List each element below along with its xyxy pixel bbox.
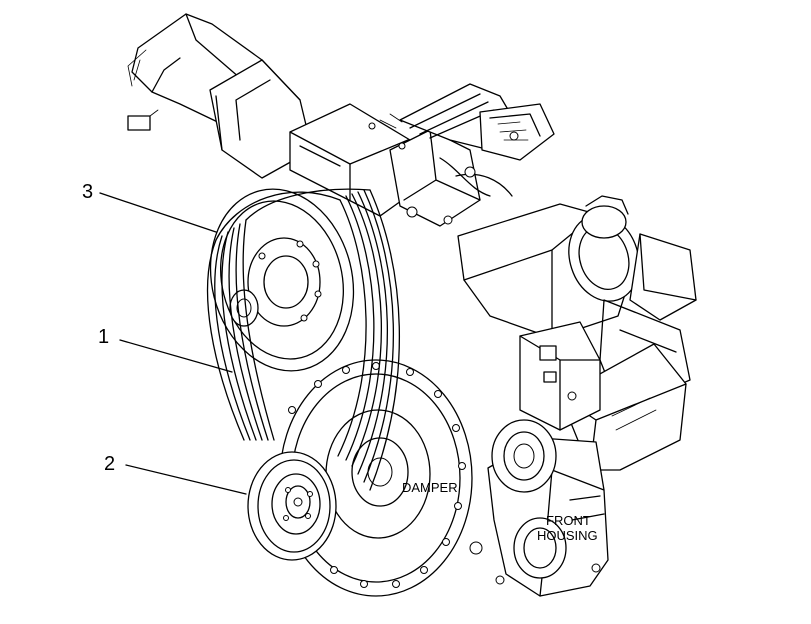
generator-housing bbox=[127, 13, 313, 179]
v-belt-set bbox=[206, 188, 400, 491]
callout-number-3: 3 bbox=[82, 181, 93, 203]
turbo-and-wiring bbox=[399, 83, 555, 197]
damper-label: DAMPER bbox=[402, 480, 458, 495]
engine-block-upper bbox=[289, 103, 481, 227]
lower-case bbox=[519, 321, 687, 471]
damper-bolt-ring bbox=[288, 362, 466, 588]
lower-pulley bbox=[247, 451, 337, 561]
leader-line-1 bbox=[119, 339, 233, 373]
accessory-drum bbox=[457, 195, 697, 411]
callout-leaders bbox=[99, 192, 247, 495]
leader-line-3 bbox=[99, 192, 217, 233]
callout-number-1: 1 bbox=[98, 326, 109, 348]
front-housing-label-line1: FRONT bbox=[546, 513, 591, 528]
front-housing-label-line2: HOUSING bbox=[537, 528, 598, 543]
front-housing bbox=[469, 419, 609, 597]
upper-pulley bbox=[209, 188, 355, 372]
leader-line-2 bbox=[125, 464, 247, 495]
callout-number-2: 2 bbox=[104, 453, 115, 475]
